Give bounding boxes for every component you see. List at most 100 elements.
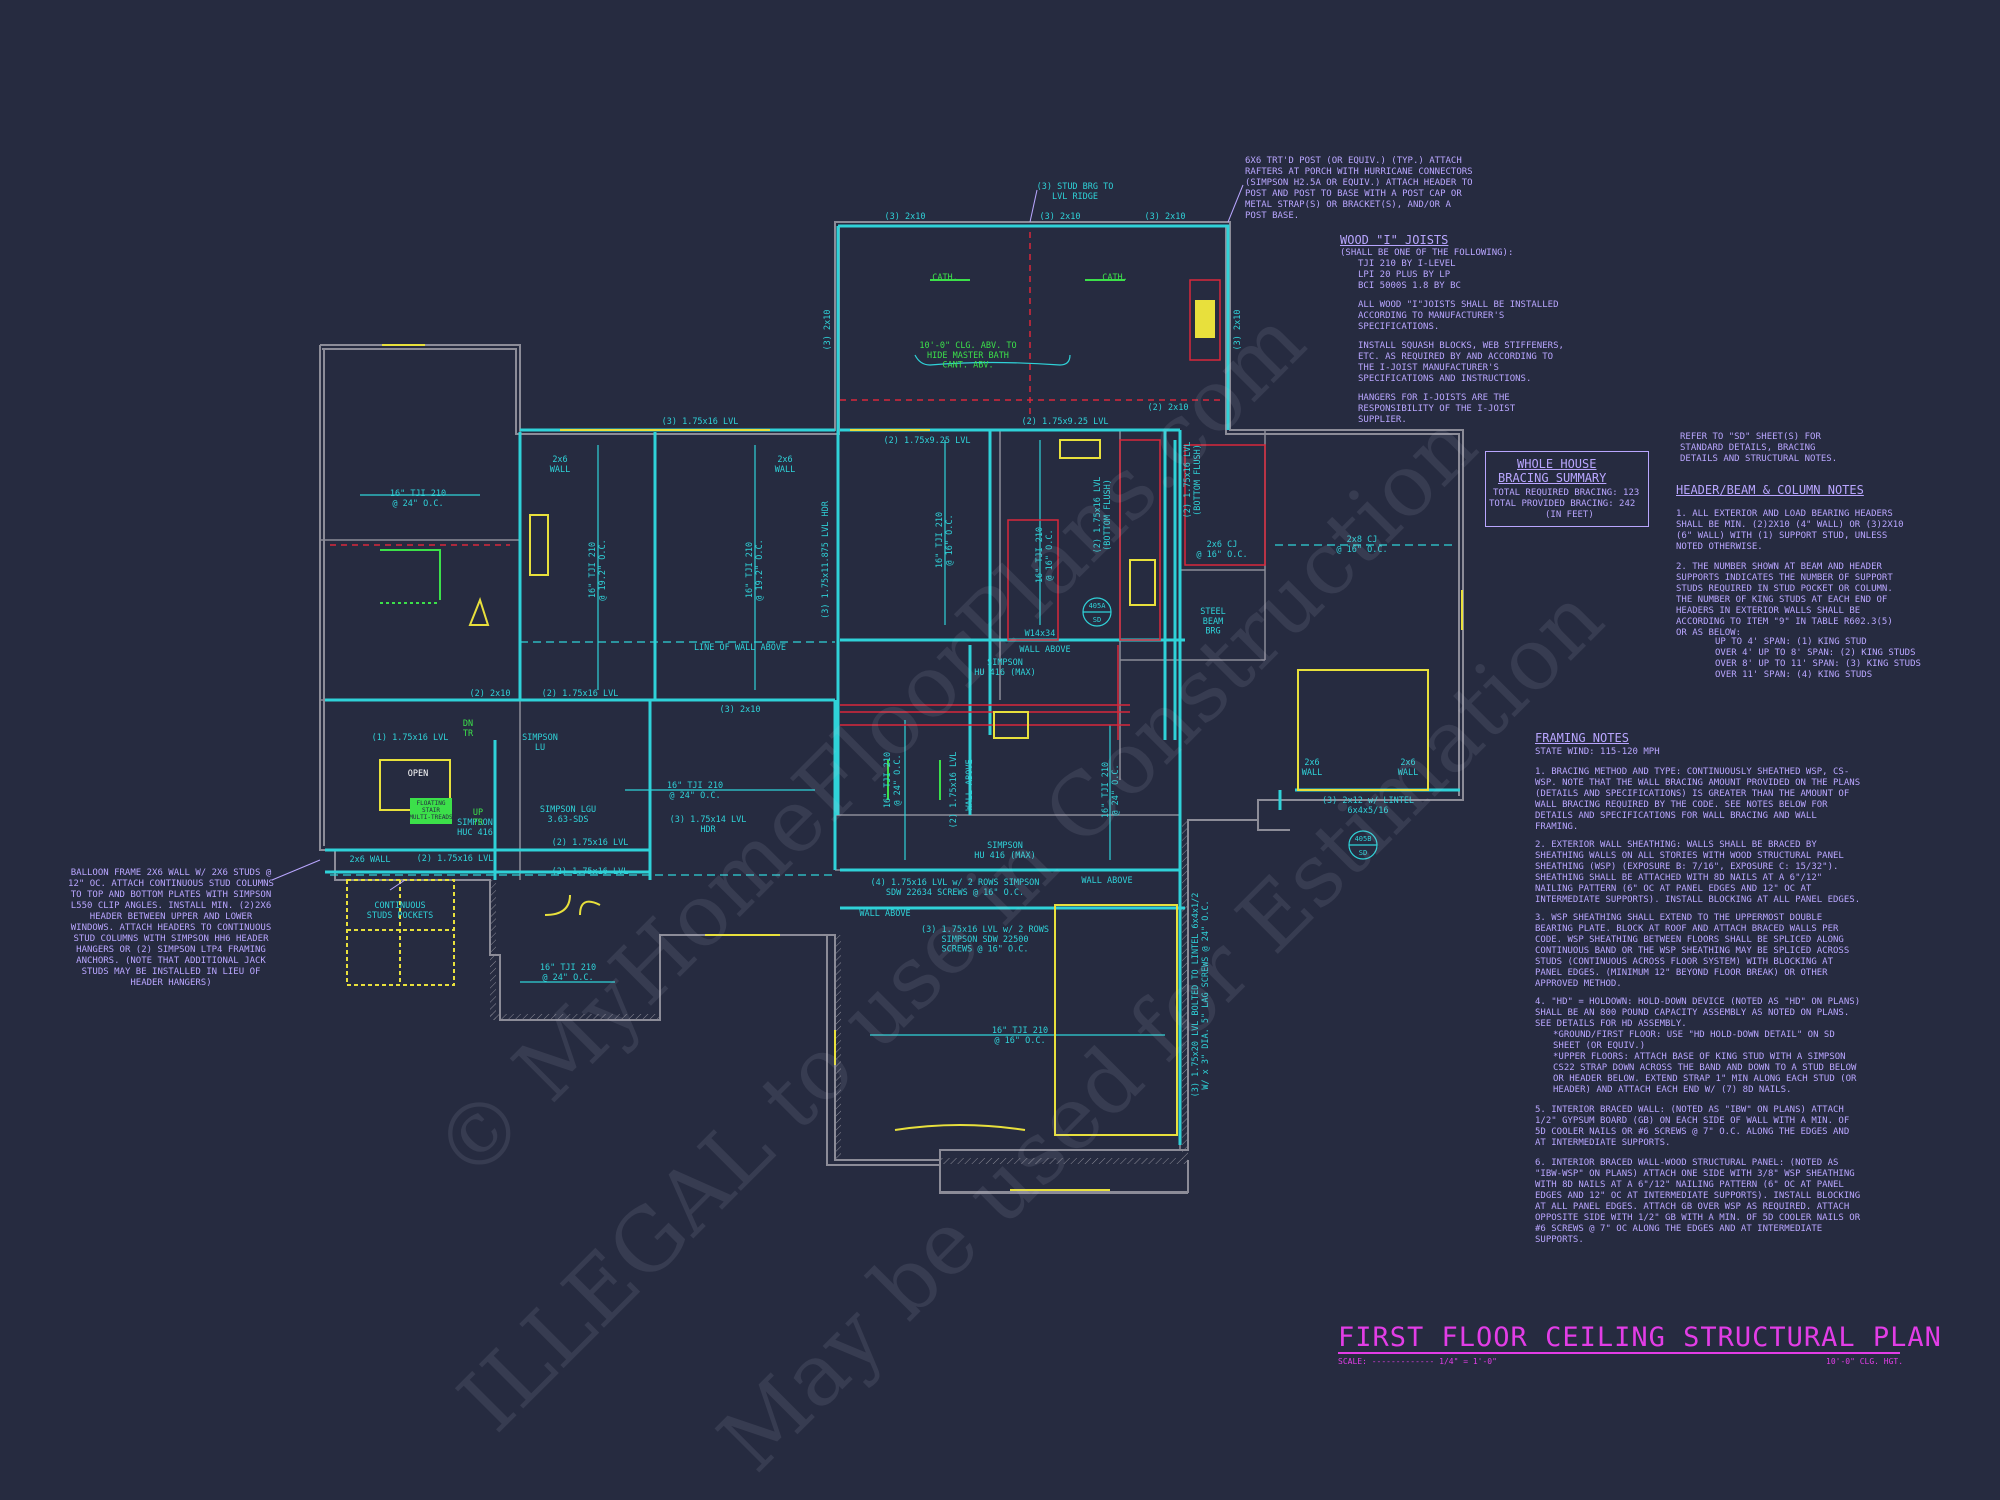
bracing-head-1: WHOLE HOUSE (1517, 457, 1597, 471)
header-note-2: 2. THE NUMBER SHOWN AT BEAM AND HEADER S… (1676, 562, 1893, 638)
label-hdr-2x10b: (2) 2x10 (470, 689, 511, 699)
wall-hatching (490, 820, 1188, 1164)
label-lvl-bottom-flush: (2) 1.75x16 LVL(BOTTOM FLUSH) (1093, 477, 1113, 554)
label-open: OPEN (408, 769, 428, 779)
detail-tags (914, 354, 1378, 860)
label-tag-405b: 405B (1355, 835, 1372, 843)
bracing-provided: TOTAL PROVIDED BRACING: 242 (1489, 499, 1636, 509)
label-line-wall-above: LINE OF WALL ABOVE (694, 643, 786, 653)
refer-sd-note: REFER TO "SD" SHEET(S) FOR STANDARD DETA… (1680, 432, 1838, 464)
ceiling-height: 10'-0" CLG. HGT. (1826, 1357, 1904, 1366)
joists-item-1: TJI 210 BY I-LEVEL (1358, 259, 1456, 269)
label-lvl-16a: (2) 1.75x16 LVL (542, 689, 619, 699)
beam-dashes (330, 544, 1455, 876)
label-lvl-925: (2) 1.75x9.25 LVL (884, 436, 971, 446)
header-notes-heading: HEADER/BEAM & COLUMN NOTES (1676, 483, 1864, 497)
joists-item-3: BCI 5000s 1.8 BY BC (1358, 281, 1461, 291)
plan-scale: SCALE: ------------- 1/4" = 1'-0" (1338, 1357, 1497, 1366)
label-lvl-16b: (2) 1.75x16 LVL (552, 838, 629, 848)
king-stud-2: OVER 4' UP TO 8' SPAN: (2) KING STUDS (1715, 648, 1916, 658)
framing-item-3: 3. WSP SHEATHING SHALL EXTEND TO THE UPP… (1535, 913, 1850, 989)
balloon-frame-note: BALLOON FRAME 2x6 WALL w/ 2x6 STUDS @ 12… (68, 868, 274, 988)
king-stud-3: OVER 8' UP TO 11' SPAN: (3) KING STUDS (1715, 659, 1921, 669)
label-lvl-16c: (2) 1.75x16 LVL (417, 854, 494, 864)
king-stud-4: OVER 11' SPAN: (4) KING STUDS (1715, 670, 1873, 680)
framing-item-5: 5. INTERIOR BRACED WALL: (NOTED AS "IBW"… (1535, 1105, 1850, 1148)
framing-item-4: 4. "HD" = HOLDOWN: HOLD-DOWN DEVICE (NOT… (1535, 997, 1861, 1029)
king-stud-1: UP TO 4' SPAN: (1) KING STUD (1715, 637, 1867, 647)
label-lvl-16d: (2) 1.75x16 LVL (552, 867, 629, 877)
plan-title: FIRST FLOOR CEILING STRUCTURAL PLAN (1338, 1322, 1942, 1353)
framing-item-1: 1. BRACING METHOD AND TYPE: CONTINUOUSLY… (1535, 767, 1861, 832)
framing-wind: STATE Wind: 115-120 mph (1535, 747, 1660, 757)
label-wall-above2: WALL ABOVE (1081, 876, 1132, 886)
label-tji-f: 16" TJI 210@ 24" O.C. (883, 752, 903, 808)
label-hdr-2x10: (2) 2x10 (1148, 403, 1189, 413)
label-tji-c: 16" TJI 210@ 16" O.C. (935, 512, 955, 568)
bracing-head-2: BRACING SUMMARY (1498, 471, 1607, 485)
label-lvl-16e: (1) 1.75x16 LVL (372, 733, 449, 743)
plan-text-vertical: (3) 2x10 (3) 2x10 16" TJI 210@ 19.2" O.C… (588, 310, 1243, 1098)
framing-notes-heading: FRAMING NOTES (1535, 731, 1629, 745)
label-tji-porch: 16" TJI 210@ 24" O.C. (540, 963, 596, 983)
label-side-r: (3) 2x10 (1233, 310, 1243, 351)
bracing-unit: (IN FEET) (1545, 510, 1594, 520)
bracing-summary-box (1485, 451, 1649, 527)
label-tag-sd1: SD (1093, 616, 1101, 624)
label-wall-above1: WALL ABOVE (1019, 645, 1070, 655)
label-tag-sd2: SD (1359, 849, 1367, 857)
green-marks (380, 279, 1125, 824)
label-w14x34: W14x34 (1025, 629, 1056, 639)
label-cath1: CATH. (932, 273, 958, 283)
label-hdr-3-2x10: (3) 2x10 (720, 705, 761, 715)
label-cap3: (3) 2x10 (1145, 212, 1186, 222)
label-wall-above-v: WALL ABOVE (965, 759, 975, 810)
label-cap1: (3) 2x10 (885, 212, 926, 222)
label-cap2: (3) 2x10 (1040, 212, 1081, 222)
label-cj-2x6: 2x6 CJ@ 16" O.C. (1196, 540, 1247, 560)
label-side-l: (3) 2x10 (823, 310, 833, 351)
joists-bullet-1: ALL WOOD "I"JOISTS SHALL BE INSTALLED AC… (1358, 300, 1559, 332)
framing-item-6: 6. INTERIOR BRACED WALL-WOOD STRUCTURAL … (1535, 1158, 1861, 1245)
label-tji-b: 16" TJI 210@ 19.2" O.C. (745, 539, 765, 600)
label-tji-c2: 16" TJI 210@ 16" O.C. (1035, 527, 1055, 583)
label-tji-a: 16" TJI 210@ 19.2" O.C. (588, 539, 608, 600)
label-cj-2x8: 2x8 CJ@ 16" O.C. (1336, 535, 1387, 555)
joists-heading: WOOD "I" JOISTS (1340, 233, 1449, 247)
joists-bullet-3: HANGERS FOR I-JOISTS ARE THE RESPONSIBIL… (1358, 393, 1516, 425)
label-tji-g: 16" TJI 210@ 24" O.C. (1101, 762, 1121, 818)
framing-item-4a: *GROUND/FIRST FLOOR: USE "HD HOLD-DOWN D… (1553, 1030, 1835, 1051)
label-lvl-lintel: (3) 1.75x20 LVL BOLTED TO LINTEL 6x4x1/2… (1191, 893, 1211, 1098)
joists-intro: (SHALL BE ONE OF THE FOLLOWING): (1340, 248, 1514, 258)
fixtures (346, 300, 1463, 1191)
leaders (271, 184, 1244, 891)
label-tji-d: 16" TJI 210@ 16" O.C. (992, 1026, 1048, 1046)
joist-arrows (360, 440, 1165, 1036)
header-note-1: 1. ALL EXTERIOR AND LOAD BEARING HEADERS… (1676, 509, 1904, 552)
label-lvl-bottom-flush2: (2) 1.75x16 LVL(BOTTOM FLUSH) (1183, 442, 1203, 519)
joists-bullet-2: INSTALL SQUASH BLOCKS, WEB STIFFENERS, E… (1358, 341, 1564, 384)
label-tag-405a: 405A (1089, 602, 1107, 610)
label-tji-e: 16" TJI 210@ 24" O.C. (667, 781, 723, 801)
label-cath2: CATH. (1102, 273, 1128, 283)
framing-item-4b: *UPPER FLOORS: ATTACH BASE OF KING STUD … (1553, 1052, 1857, 1095)
